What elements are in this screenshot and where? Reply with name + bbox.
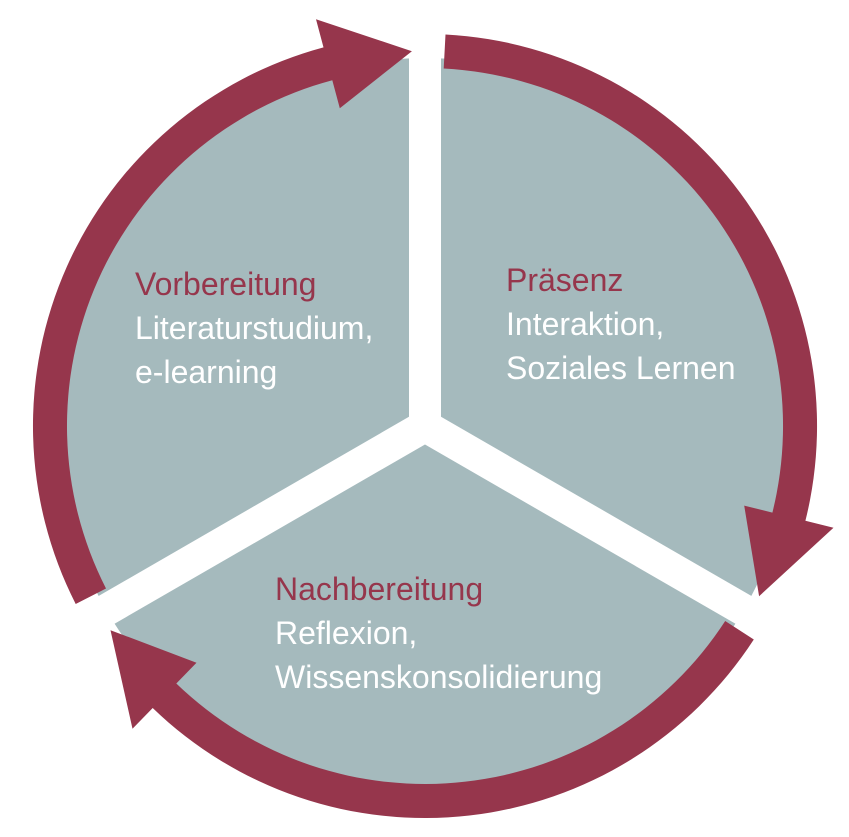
segment-line: e-learning [135,354,278,390]
segment-line: Reflexion, [275,615,418,651]
segment-line: Literaturstudium, [135,310,374,346]
cycle-arrow-icon [110,621,754,819]
segment-vorbereitung: Vorbereitung Literaturstudium, e-learnin… [135,262,373,394]
segment-title: Präsenz [506,262,624,298]
cycle-arrow-icon [32,19,412,605]
cycle-arrow-icon [443,34,834,597]
segment-line: Interaktion, [506,306,665,342]
segment-divider [416,412,815,660]
segment-title: Vorbereitung [135,266,317,302]
segment-praesenz: Präsenz Interaktion, Soziales Lernen [506,258,735,390]
segment-line: Wissenskonsolidierung [275,659,603,695]
segment-title: Nachbereitung [275,571,484,607]
segment-nachbereitung: Nachbereitung Reflexion, Wissenskonsolid… [275,567,602,699]
segment-divider [35,412,433,660]
segment-line: Soziales Lernen [506,350,736,386]
